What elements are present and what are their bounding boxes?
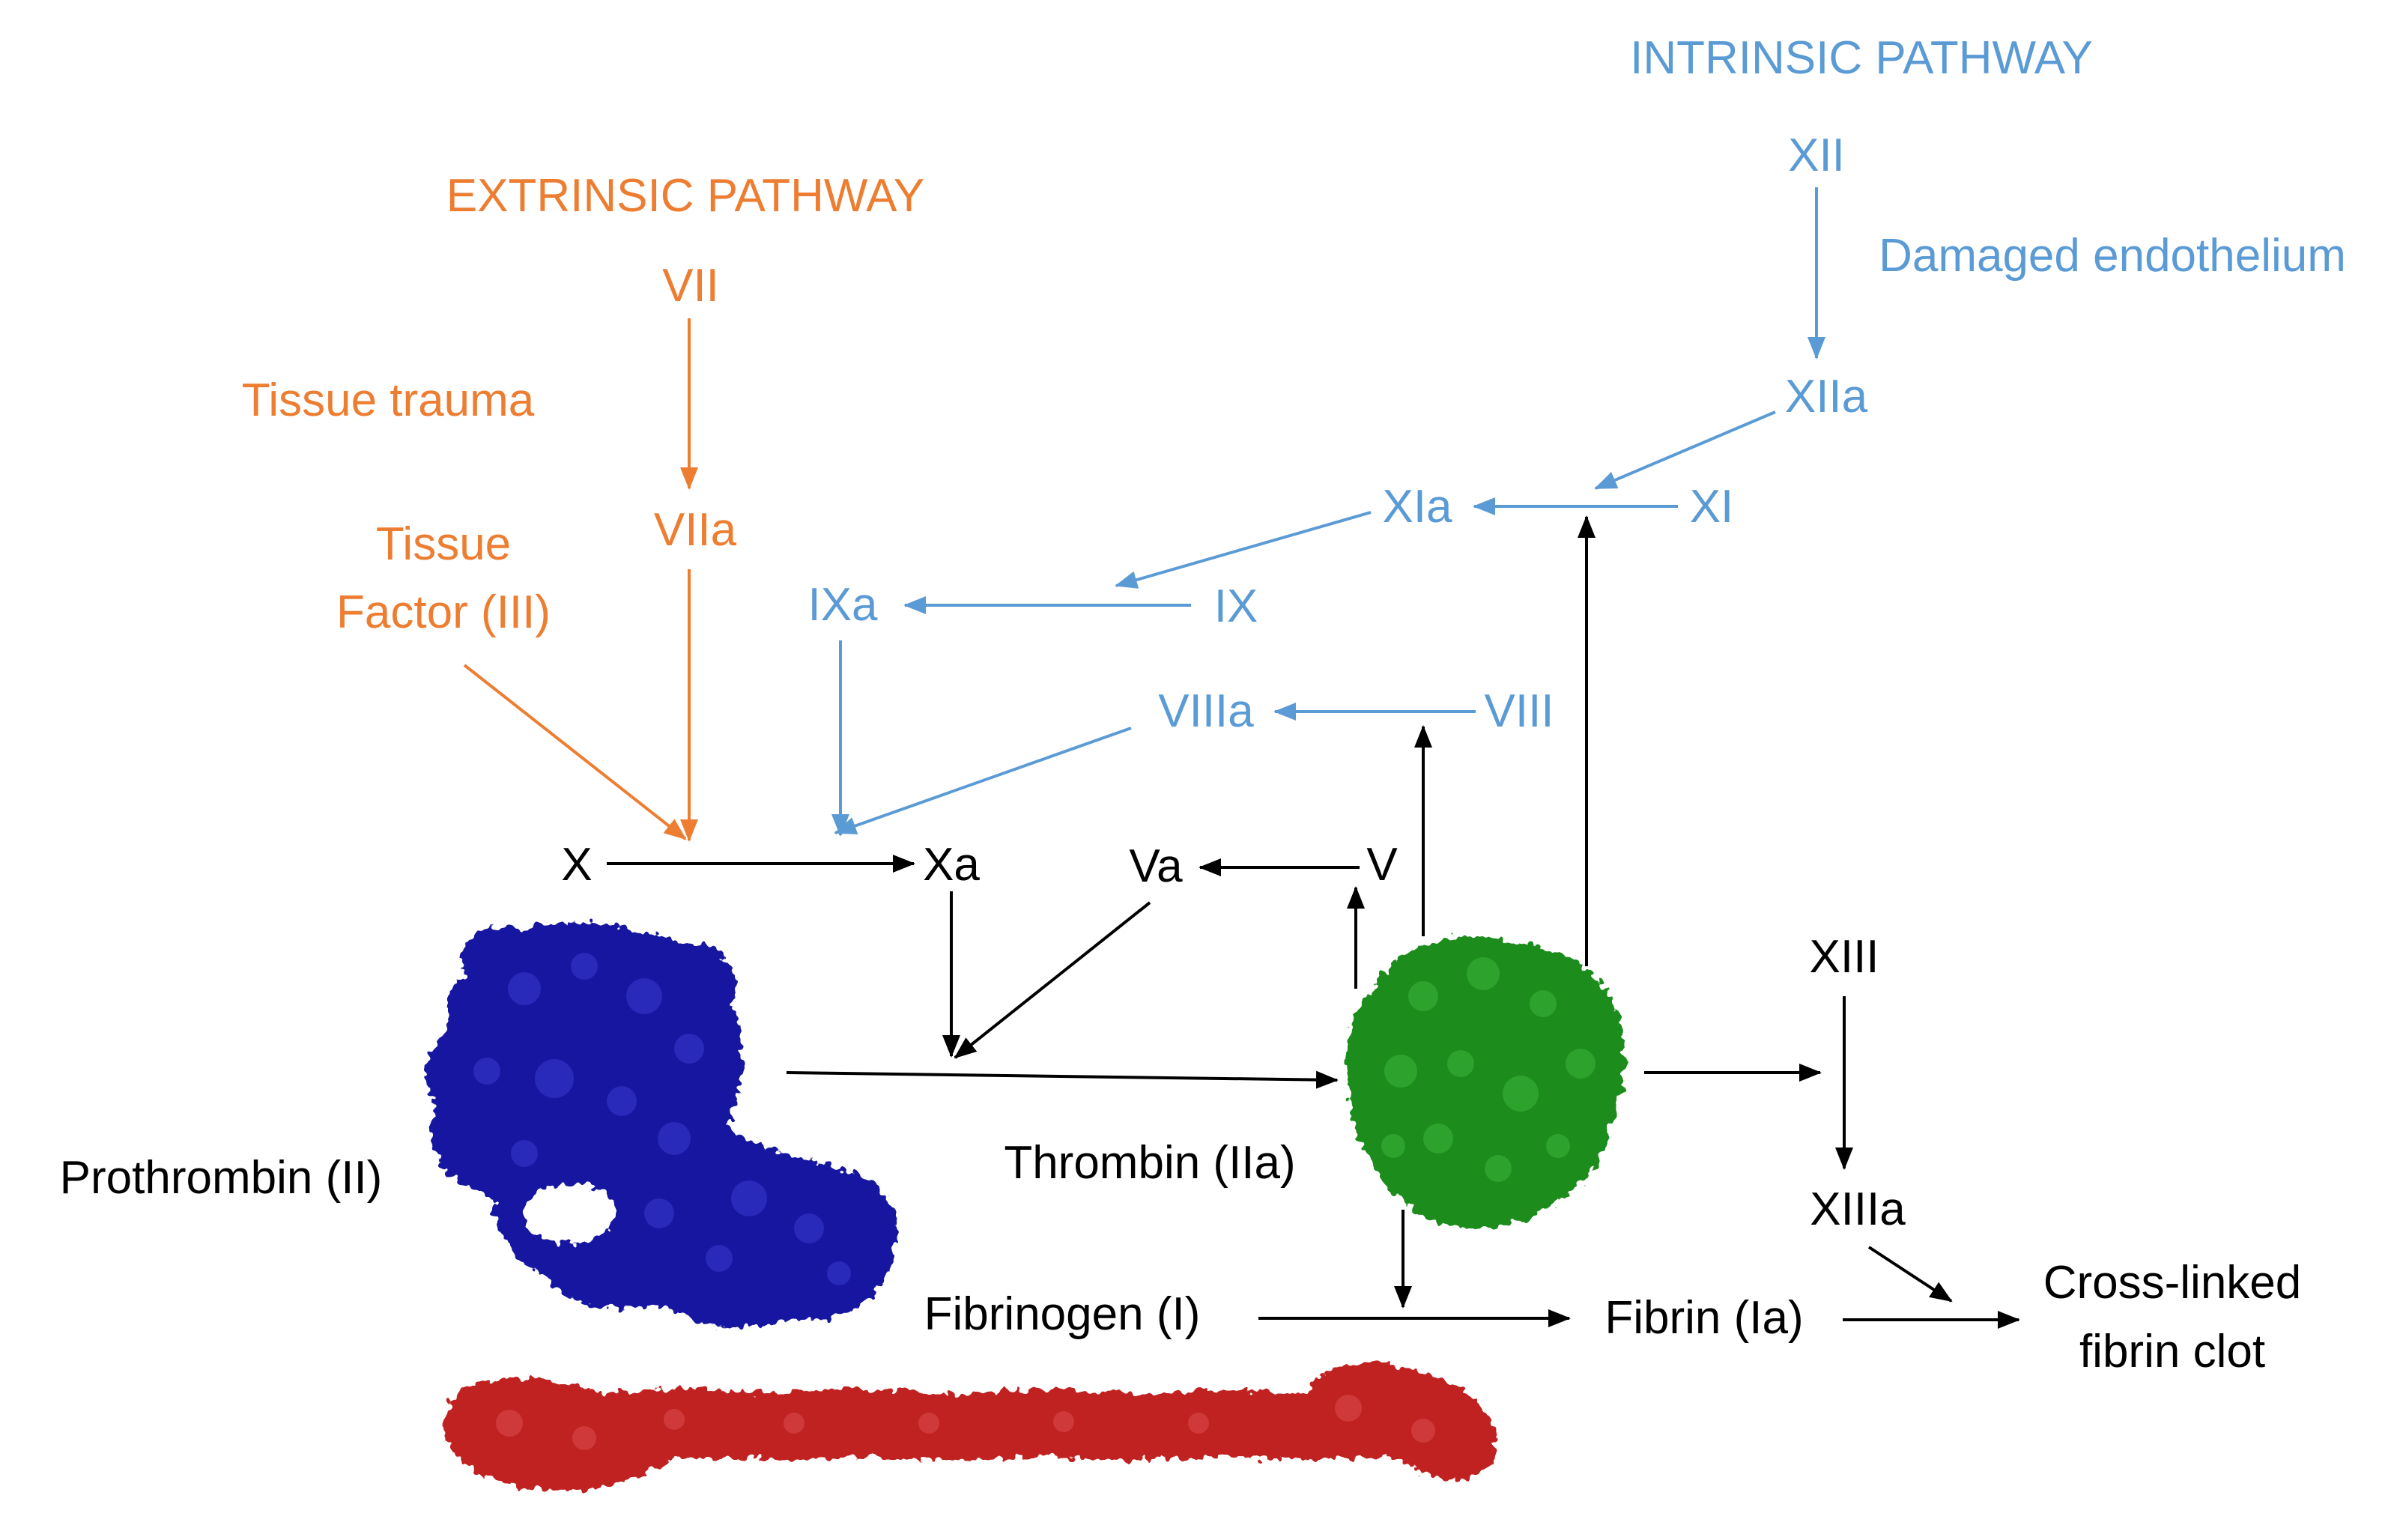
thrombin-label: Thrombin (IIa) — [1004, 1137, 1295, 1189]
arrow-prothrombin-to-thrombin — [786, 1070, 1339, 1089]
arrow-xiiia-to-clot — [1867, 1246, 1953, 1303]
factor-viii-label: VIII — [1484, 685, 1554, 737]
arrow-xiia-to-xi — [1594, 410, 1776, 490]
factor-ix-label: IX — [1214, 580, 1258, 632]
fibrinogen-label: Fibrinogen (I) — [924, 1288, 1201, 1340]
extrinsic-pathway-title: EXTRINSIC PATHWAY — [446, 170, 924, 222]
factor-va-label: Va — [1129, 840, 1183, 892]
tissue-trauma-label: Tissue trauma — [242, 375, 535, 426]
tissue-factor-label-line2: Factor (III) — [336, 586, 551, 638]
tissue-factor-label-line1: Tissue — [376, 518, 511, 570]
factor-x-label: X — [561, 839, 592, 891]
factor-xiiia-label: XIIIa — [1810, 1183, 1906, 1235]
factor-xia-label: XIa — [1382, 481, 1452, 533]
prothrombin-structure — [426, 921, 897, 1329]
cross-linked-clot-label-line1: Cross-linked — [2043, 1257, 2302, 1309]
arrow-viiia-to-x — [834, 727, 1132, 834]
factor-viiia-label: VIIIa — [1158, 685, 1254, 737]
factor-ixa-label: IXa — [807, 579, 878, 631]
fibrin-label: Fibrin (Ia) — [1604, 1292, 1803, 1344]
arrow-tissue-factor-to-x — [463, 664, 687, 840]
prothrombin-surface — [426, 921, 897, 1329]
damaged-endothelium-label: Damaged endothelium — [1879, 230, 2346, 282]
intrinsic-pathway-title: INTRINSIC PATHWAY — [1630, 32, 2093, 84]
factor-xii-label: XII — [1788, 130, 1845, 181]
factor-xiii-label: XIII — [1809, 931, 1879, 983]
prothrombin-label: Prothrombin (II) — [60, 1152, 383, 1204]
arrow-xia-to-ix — [1115, 511, 1372, 589]
common-pathway: X Xa Va V Prothrombin (II) Thrombin (IIa… — [60, 515, 2302, 1377]
factor-xi-label: XI — [1690, 481, 1734, 533]
fibrinogen-surface — [444, 1362, 1497, 1491]
cross-linked-clot-label-line2: fibrin clot — [2079, 1326, 2265, 1377]
thrombin-structure — [1346, 936, 1625, 1228]
extrinsic-pathway: EXTRINSIC PATHWAY VII Tissue trauma VIIa… — [242, 170, 924, 842]
intrinsic-pathway: INTRINSIC PATHWAY XII Damaged endotheliu… — [807, 32, 2346, 837]
factor-xiia-label: XIIa — [1785, 371, 1868, 422]
factor-xa-label: Xa — [923, 839, 980, 891]
arrow-va-down — [954, 901, 1151, 1059]
fibrinogen-structure — [444, 1362, 1497, 1491]
factor-v-label: V — [1366, 839, 1398, 891]
factor-viia-label: VIIa — [654, 504, 737, 556]
factor-vii-label: VII — [662, 260, 719, 312]
